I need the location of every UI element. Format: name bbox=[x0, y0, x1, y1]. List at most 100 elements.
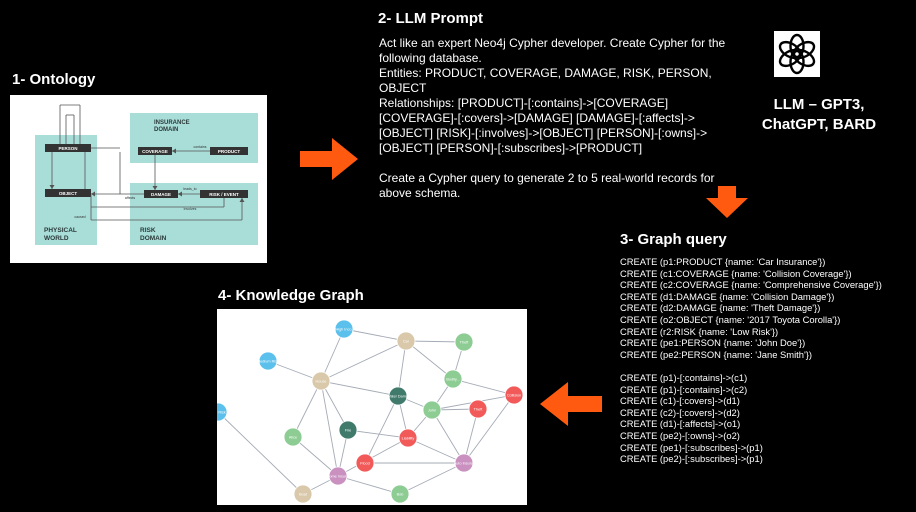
graph-edge bbox=[431, 409, 465, 464]
openai-logo-icon bbox=[774, 31, 820, 77]
risk-domain-label-1: RISK bbox=[140, 227, 156, 234]
graph-node-label: John bbox=[428, 409, 436, 413]
graph-node-high[interactable]: High Inco. bbox=[334, 319, 354, 339]
query-line: CREATE (r2:RISK {name: 'Low Risk'}) bbox=[620, 325, 779, 337]
query-line: CREATE (p1)-[:contains]->(c1) bbox=[620, 371, 748, 383]
graph-node-circle bbox=[293, 484, 313, 504]
graph-node-liability[interactable]: Liability bbox=[398, 428, 418, 448]
graph-node-circle bbox=[398, 428, 418, 448]
graph-node-label: Alice bbox=[289, 436, 297, 440]
graph-node-label: Car bbox=[403, 340, 410, 344]
edge-label-contains: contains bbox=[193, 145, 206, 149]
insurance-domain-label-1: INSURANCE bbox=[154, 120, 190, 126]
ontology-node-label-product: PRODUCT bbox=[218, 149, 241, 154]
graph-edge bbox=[463, 394, 515, 464]
query-line: CREATE (pe2)-[:owns]->(o2) bbox=[620, 429, 740, 441]
graph-node-circle bbox=[454, 332, 474, 352]
query-line: CREATE (p1:PRODUCT {name: 'Car Insurance… bbox=[620, 256, 826, 267]
graph-node-flood[interactable]: Flood bbox=[355, 453, 375, 473]
graph-edge bbox=[320, 380, 339, 477]
graph-node-water[interactable]: Water Dama. bbox=[387, 386, 409, 406]
edge-label-involves: involves bbox=[184, 207, 197, 211]
ontology-node-damage bbox=[144, 190, 178, 198]
graph-node-circle bbox=[422, 400, 442, 420]
ontology-node-object bbox=[45, 189, 91, 197]
graph-node-theftr[interactable]: Theft bbox=[468, 399, 488, 419]
arrowhead-icon bbox=[172, 148, 176, 154]
prompt-line-1: Act like an expert Neo4j Cypher develope… bbox=[379, 36, 726, 65]
query-line: CREATE (c1)-[:covers]->(d1) bbox=[620, 395, 740, 407]
ontology-node-label-object: OBJECT bbox=[59, 191, 78, 196]
graph-node-label: Bodily... bbox=[446, 378, 459, 382]
query-line: CREATE (d1)-[:affects]->(o1) bbox=[620, 418, 741, 430]
query-line: CREATE (o2:OBJECT {name: '2017 Toyota Co… bbox=[620, 313, 841, 325]
graph-node-circle bbox=[468, 399, 488, 419]
graph-node-bob[interactable]: Bob bbox=[390, 484, 410, 504]
query-line: CREATE (p1)-[:contains]->(c2) bbox=[620, 383, 748, 395]
graph-node-circle bbox=[355, 453, 375, 473]
graph-edge bbox=[452, 378, 515, 396]
arrowhead-icon bbox=[178, 191, 182, 197]
graph-node-label: Water Dama. bbox=[387, 395, 409, 399]
graph-edge bbox=[292, 436, 339, 477]
graph-node-circle bbox=[390, 484, 410, 504]
graph-node-label: House bbox=[316, 380, 327, 384]
graph-node-collision[interactable]: Collision bbox=[504, 385, 524, 405]
graph-node-auto[interactable]: Auto Insura. bbox=[454, 453, 474, 473]
query-line: CREATE (pe2)-[:subscribes]->(p1) bbox=[620, 453, 763, 465]
graph-node-bodily[interactable]: Bodily... bbox=[443, 369, 463, 389]
graph-edge bbox=[364, 395, 399, 464]
graph-node-fire[interactable]: Fire bbox=[338, 420, 358, 440]
graph-node-house[interactable]: House bbox=[311, 371, 331, 391]
prompt-line-2: Entities: PRODUCT, COVERAGE, DAMAGE, RIS… bbox=[379, 66, 712, 95]
graph-edge bbox=[267, 360, 322, 382]
graph-node-label: Boat bbox=[299, 493, 308, 497]
graph-node-label: Medium Risk bbox=[257, 360, 279, 364]
graph-edge bbox=[320, 340, 407, 382]
graph-edge bbox=[399, 462, 465, 495]
graph-edge bbox=[407, 437, 465, 464]
graph-node-john[interactable]: John bbox=[422, 400, 442, 420]
insurance-domain-label-2: DOMAIN bbox=[154, 127, 178, 133]
graph-node-home[interactable]: Home Insura. bbox=[327, 466, 350, 486]
arrowhead-icon bbox=[91, 191, 95, 197]
graph-node-theft[interactable]: Theft bbox=[454, 332, 474, 352]
graph-node-medium[interactable]: Medium Risk bbox=[257, 351, 279, 371]
prompt-text: Act like an expert Neo4j Cypher develope… bbox=[379, 36, 744, 201]
prompt-line-3: Relationships: [PRODUCT]-[:contains]->[C… bbox=[379, 96, 708, 155]
graph-node-circle bbox=[338, 420, 358, 440]
arrow-left-icon bbox=[540, 382, 602, 426]
graph-node-circle bbox=[258, 351, 278, 371]
ontology-node-label-damage: DAMAGE bbox=[151, 192, 171, 197]
graph-node-boat[interactable]: Boat bbox=[293, 484, 313, 504]
graph-edge bbox=[337, 475, 401, 495]
graph-edge bbox=[405, 340, 454, 380]
edge-label-affects: affects bbox=[125, 196, 135, 200]
graph-node-alice[interactable]: Alice bbox=[283, 427, 303, 447]
graph-node-car[interactable]: Car bbox=[396, 331, 416, 351]
graph-edge bbox=[343, 328, 407, 342]
graph-edge bbox=[337, 437, 409, 477]
graph-node-lowrisk[interactable]: Low Risk bbox=[217, 402, 228, 422]
graph-node-label: Theft bbox=[460, 341, 470, 345]
graph-node-label: Collision bbox=[507, 394, 521, 398]
graph-node-circle bbox=[443, 369, 463, 389]
prompt-title: 2- LLM Prompt bbox=[378, 10, 483, 27]
edge-label-caused: caused bbox=[74, 215, 85, 219]
graph-node-circle bbox=[454, 453, 474, 473]
risk-domain-label-2: DOMAIN bbox=[140, 235, 167, 242]
graph-node-label: Home Insura. bbox=[327, 475, 350, 479]
ontology-node-label-person: PERSON bbox=[58, 146, 77, 151]
arrowhead-icon bbox=[152, 186, 158, 190]
graph-node-circle bbox=[396, 331, 416, 351]
query-line: CREATE (c2:COVERAGE {name: 'Comprehensiv… bbox=[620, 279, 882, 291]
ontology-diagram: INSURANCEPHYSICALWORLDRISKDOMAINDOMAINPE… bbox=[35, 104, 258, 245]
query-line bbox=[620, 360, 882, 372]
graph-edge bbox=[217, 411, 304, 495]
physical-world-label-1: PHYSICAL bbox=[44, 227, 77, 234]
query-line: CREATE (c2)-[:covers]->(d2) bbox=[620, 406, 740, 418]
ontology-node-label-coverage: COVERAGE bbox=[142, 149, 168, 154]
